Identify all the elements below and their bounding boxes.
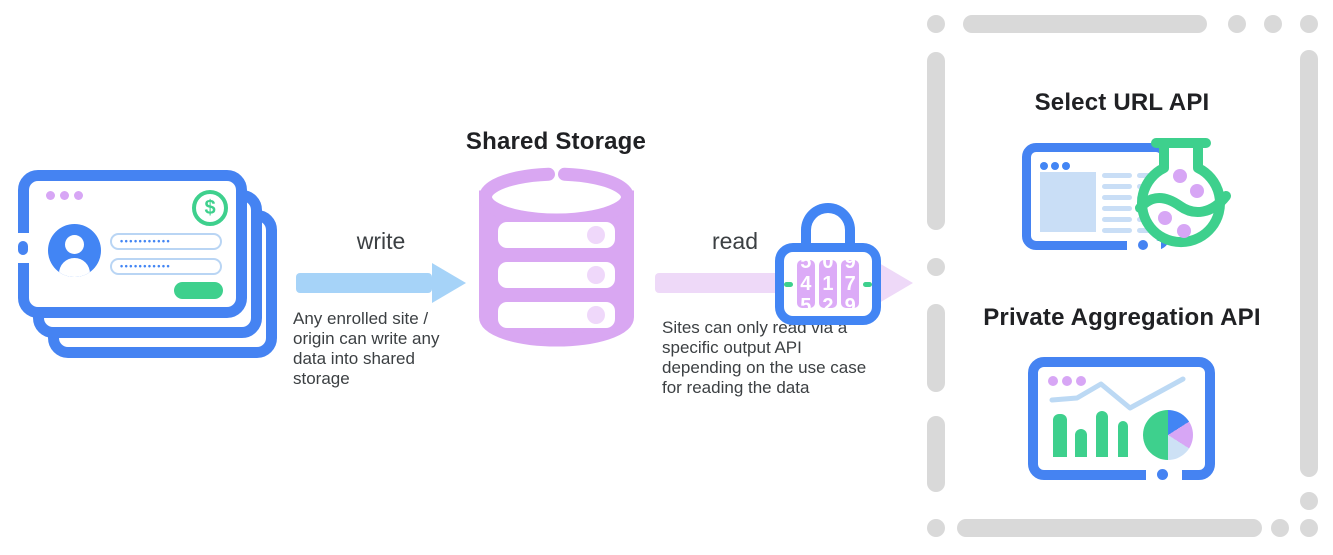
- boundary-dash: [1300, 492, 1318, 510]
- boundary-dash: [1271, 519, 1289, 537]
- border-dot-icon: [1157, 469, 1168, 480]
- dollar-icon: $: [192, 190, 228, 226]
- lock-icon: 5 4 5 0 1 2 9 7 9: [775, 203, 881, 325]
- dial-digit: 4: [800, 273, 812, 295]
- window-dots-icon: [46, 187, 88, 205]
- dial-digit: 0: [822, 260, 834, 273]
- avatar-body: [59, 258, 90, 277]
- boundary-dash: [927, 15, 945, 33]
- dial-digit: 2: [822, 295, 834, 308]
- write-label: write: [356, 228, 406, 254]
- flask-icon: [1135, 138, 1231, 248]
- boundary-dash: [1300, 50, 1318, 477]
- boundary-dash: [957, 519, 1262, 537]
- lock-dial-3: 9 7 9: [841, 260, 860, 308]
- window-dots-icon: [1048, 373, 1091, 391]
- line-chart-icon: [1049, 376, 1186, 411]
- read-label: read: [711, 228, 759, 254]
- boundary-dash: [927, 416, 945, 492]
- boundary-dash: [927, 52, 945, 230]
- private-aggregation-api-title: Private Aggregation API: [983, 304, 1261, 331]
- write-arrow-head: [432, 263, 466, 303]
- avatar-head: [65, 235, 84, 254]
- shared-storage-title: Shared Storage: [465, 128, 647, 155]
- read-description: Sites can only read via a specific outpu…: [662, 318, 867, 397]
- pie-chart-icon: [1143, 410, 1193, 460]
- read-arrow-head: [879, 263, 913, 303]
- page-thumbnail: [1040, 172, 1096, 232]
- dial-digit: 9: [844, 260, 856, 273]
- write-arrow: [296, 273, 432, 293]
- boundary-dash: [927, 519, 945, 537]
- avatar-icon: [48, 224, 101, 277]
- password-field-2[interactable]: •••••••••••: [110, 258, 222, 275]
- lock-shackle: [801, 203, 855, 249]
- boundary-dash: [927, 258, 945, 276]
- login-card-front: $ ••••••••••• •••••••••••: [18, 170, 247, 318]
- dial-digit: 5: [800, 295, 812, 308]
- browser-window-icon: [1022, 143, 1170, 250]
- boundary-dash: [1300, 519, 1318, 537]
- lock-tick-left: [784, 281, 793, 287]
- write-description: Any enrolled site / origin can write any…: [293, 309, 440, 388]
- dashboard-icon: [1028, 357, 1215, 480]
- password-field-1[interactable]: •••••••••••: [110, 233, 222, 250]
- border-dot-icon: [1138, 240, 1148, 250]
- dial-digit: 5: [800, 260, 812, 273]
- login-button[interactable]: [174, 282, 223, 299]
- boundary-dash: [1300, 15, 1318, 33]
- lock-dial-2: 0 1 2: [818, 260, 838, 308]
- lock-dial-1: 5 4 5: [796, 260, 815, 308]
- dollar-symbol: $: [204, 196, 216, 219]
- boundary-dash: [1264, 15, 1282, 33]
- lock-body: 5 4 5 0 1 2 9 7 9: [775, 243, 881, 325]
- boundary-dash: [963, 15, 1207, 33]
- browser-stack: $ ••••••••••• •••••••••••: [18, 170, 280, 360]
- dial-digit: 1: [822, 273, 834, 295]
- window-dots-icon: [1040, 157, 1075, 175]
- dial-digit: 7: [844, 273, 856, 295]
- border-dot-icon: [18, 241, 28, 255]
- select-url-api-icon: [1022, 134, 1234, 260]
- boundary-dash: [927, 304, 945, 392]
- dial-digit: 9: [844, 295, 856, 308]
- boundary-dash: [1228, 15, 1246, 33]
- database-icon: [479, 167, 634, 347]
- select-url-api-title: Select URL API: [1034, 89, 1210, 116]
- lock-tick-right: [863, 281, 872, 287]
